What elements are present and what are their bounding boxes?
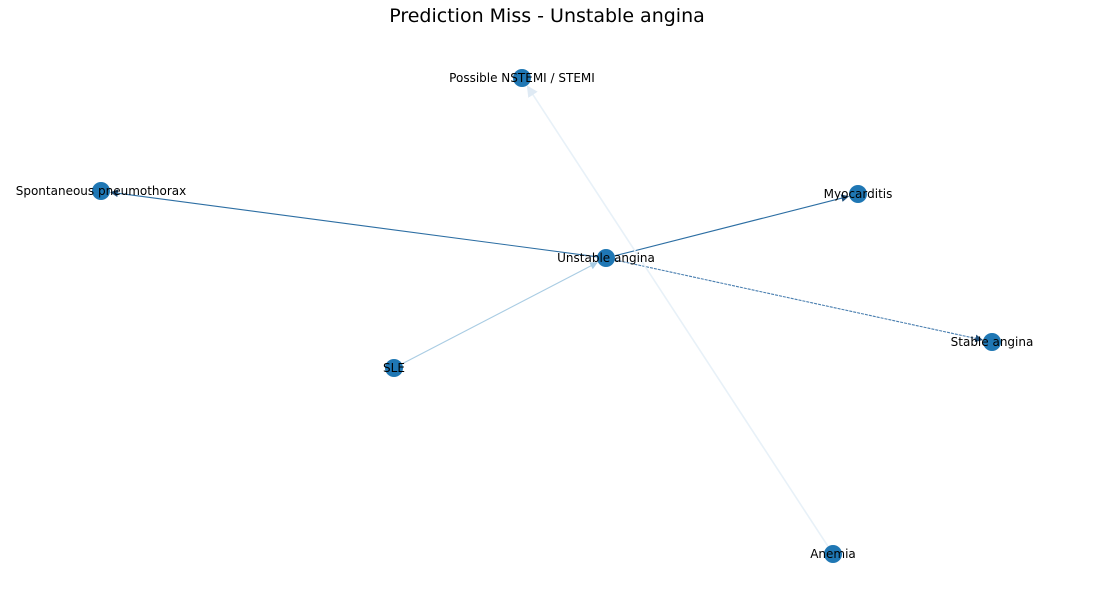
edge-unstable-to-stable	[614, 259, 983, 343]
node-label-stable: Stable angina	[951, 335, 1034, 349]
node-nstemi	[513, 69, 531, 87]
node-label-myocarditis: Myocarditis	[824, 187, 893, 201]
labels-layer: Unstable angina Possible NSTEMI / STEMI Sp…	[16, 71, 1034, 561]
node-unstable	[597, 249, 615, 267]
node-stable	[983, 333, 1001, 351]
edge-unstable-to-myocarditis	[614, 194, 850, 257]
node-pneumo	[92, 182, 110, 200]
diagram-title: Prediction Miss - Unstable angina	[389, 5, 705, 27]
nodes-layer	[92, 69, 1001, 563]
node-myocarditis	[849, 185, 867, 203]
node-label-pneumo: Spontaneous pneumothorax	[16, 184, 187, 198]
edge-anemia-to-nstemi	[526, 85, 829, 547]
node-sle	[385, 359, 403, 377]
node-label-nstemi: Possible NSTEMI / STEMI	[449, 71, 595, 85]
edge-unstable-to-pneumo	[110, 189, 598, 258]
node-label-sle: SLE	[383, 361, 405, 375]
node-anemia	[824, 545, 842, 563]
edges-layer	[110, 85, 983, 547]
edge-sle-to-unstable	[401, 262, 598, 365]
node-label-anemia: Anemia	[810, 547, 856, 561]
node-label-unstable: Unstable angina	[557, 251, 655, 265]
